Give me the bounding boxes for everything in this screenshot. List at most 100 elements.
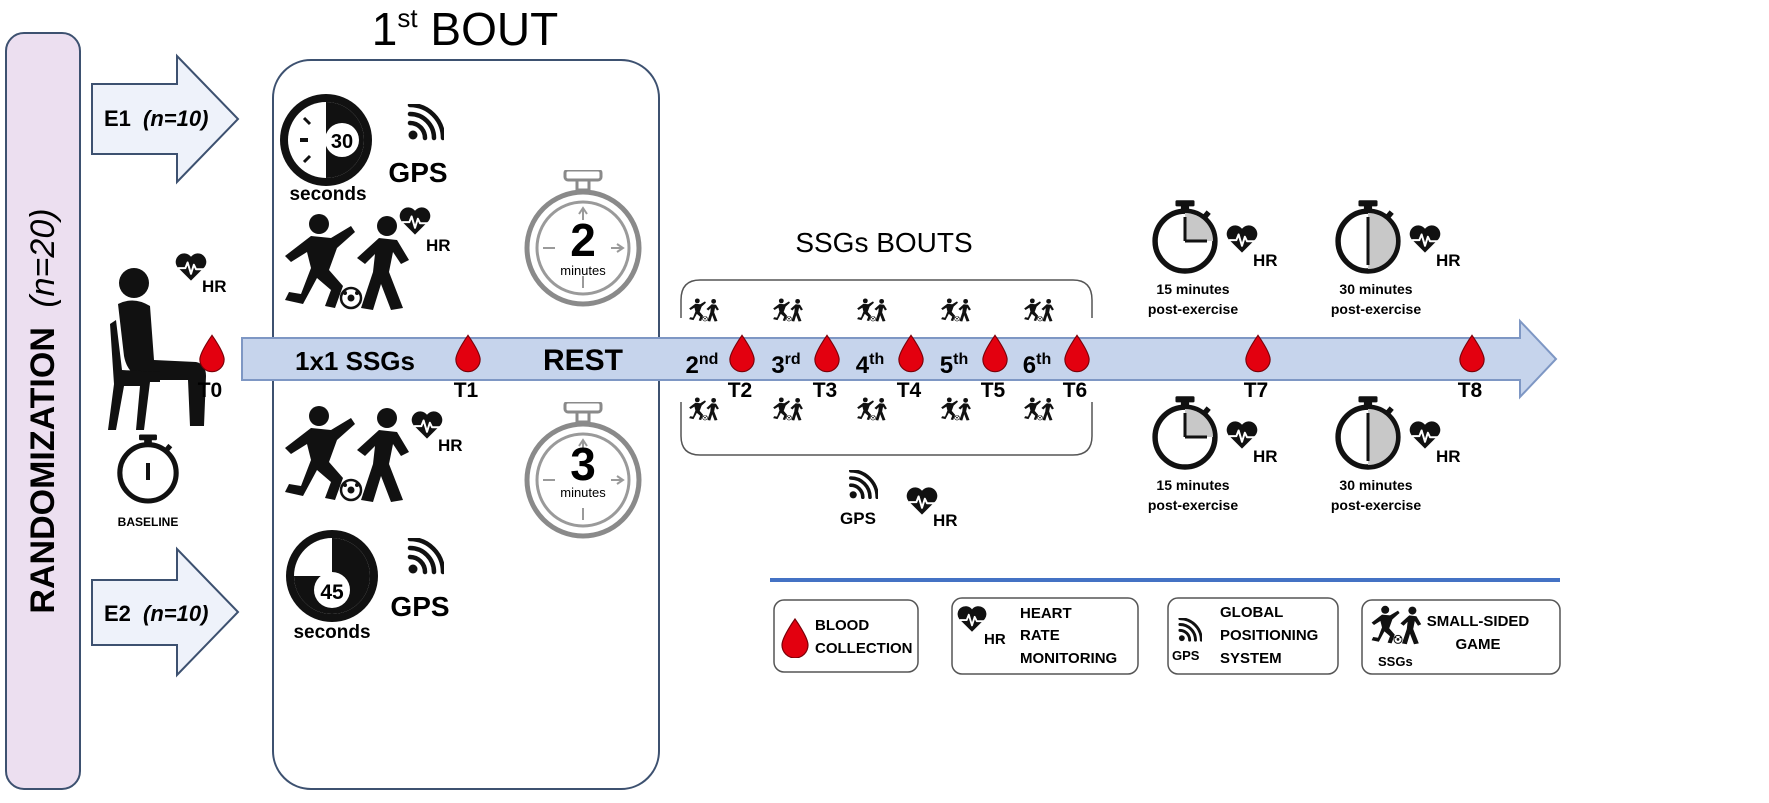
legend-hr-line2: RATE bbox=[1020, 627, 1060, 644]
timer-45-icon: 45 bbox=[286, 530, 378, 622]
blood-drop-t6: T6 bbox=[1063, 334, 1090, 402]
heart-rate-icon bbox=[1225, 420, 1259, 450]
ssg-bout-4: 4th bbox=[856, 298, 888, 421]
blood-drop-t8: T8 bbox=[1458, 334, 1485, 402]
ssg-bouts-gps-label: GPS bbox=[840, 509, 876, 528]
timer-45-value: 45 bbox=[320, 581, 344, 604]
timepoint-label: T3 bbox=[813, 379, 838, 402]
legend-blood-line1: BLOOD bbox=[815, 617, 869, 634]
legend-gps-line3: SYSTEM bbox=[1220, 650, 1282, 667]
blood-drop-t7: T7 bbox=[1244, 334, 1271, 402]
rest-top-value: 2 bbox=[570, 214, 596, 266]
rest-stopwatch-3-icon: 3 minutes bbox=[527, 402, 639, 536]
group-e2-arrow: E2 (n=10) bbox=[91, 546, 240, 678]
ssg-players-icon bbox=[856, 397, 888, 421]
randomization-box: RANDOMIZATION (n=20) bbox=[5, 32, 81, 790]
ssg-players-icon bbox=[1023, 397, 1055, 421]
post-hr-label: HR bbox=[1253, 447, 1278, 466]
bout-number-label: 5th bbox=[940, 351, 968, 379]
ssg-bout-list: 2nd 3rd 4th 5th 6th bbox=[686, 298, 1055, 421]
legend-ssg-line2: GAME bbox=[1456, 636, 1501, 653]
blood-drop-t4: T4 bbox=[897, 334, 924, 402]
timer-30-unit: seconds bbox=[289, 184, 366, 205]
legend-blood-line2: COLLECTION bbox=[815, 640, 913, 657]
bout-number-label: 2nd bbox=[686, 351, 719, 379]
ssg-players-icon bbox=[940, 298, 972, 322]
ssg-players-icon bbox=[688, 397, 720, 421]
baseline-label: BASELINE bbox=[118, 515, 179, 529]
group-e2-name: E2 bbox=[104, 601, 131, 626]
group-e1-name: E1 bbox=[104, 106, 131, 131]
rest-top-unit: minutes bbox=[560, 263, 606, 278]
ssg-players-icon bbox=[688, 298, 720, 322]
blood-drop-t5: T5 bbox=[981, 334, 1008, 402]
legend: BLOOD COLLECTION HR HEART RATE MONITORIN… bbox=[770, 578, 1561, 675]
ssg-bouts-title: SSGs BOUTS bbox=[795, 227, 972, 258]
heart-rate-icon bbox=[1225, 224, 1259, 254]
timepoint-label: T4 bbox=[897, 379, 922, 402]
timer-45-unit: seconds bbox=[293, 622, 370, 643]
svg-text:E2 (n=10): E2 (n=10) bbox=[104, 601, 208, 626]
post-line1: 15 minutes bbox=[1156, 281, 1229, 297]
bout-number-label: 4th bbox=[856, 351, 884, 379]
legend-hr-line3: MONITORING bbox=[1020, 650, 1117, 667]
timepoint-label: T0 bbox=[198, 379, 223, 402]
blood-drop-t3: T3 bbox=[813, 334, 840, 402]
timeline-ssg-label: 1x1 SSGs bbox=[295, 346, 415, 376]
blood-drop-icon bbox=[199, 334, 225, 373]
group-e2-n: (n=10) bbox=[143, 601, 208, 626]
group-e1-n: (n=10) bbox=[143, 106, 208, 131]
bout-number-label: 3rd bbox=[771, 351, 800, 379]
bout1-hr-bottom-label: HR bbox=[438, 436, 463, 455]
baseline-hr-label: HR bbox=[202, 277, 227, 296]
bout1-hr-top-label: HR bbox=[426, 236, 451, 255]
timepoint-label: T2 bbox=[728, 379, 753, 402]
post-line1: 15 minutes bbox=[1156, 477, 1229, 493]
gps-bottom-label: GPS bbox=[390, 591, 449, 622]
rest-stopwatch-2-icon: 2 minutes bbox=[527, 170, 639, 304]
seated-person-icon bbox=[108, 268, 206, 430]
timepoint-label: T7 bbox=[1244, 379, 1269, 402]
post-hr-label: HR bbox=[1253, 251, 1278, 270]
gps-top-label: GPS bbox=[388, 157, 447, 188]
group-e1-arrow: E1 (n=10) bbox=[91, 53, 240, 185]
svg-text:E1 (n=10): E1 (n=10) bbox=[104, 106, 208, 131]
baseline-section: HR BASELINE bbox=[108, 252, 227, 529]
baseline-stopwatch-icon bbox=[120, 434, 176, 501]
legend-ssg: SSGs SMALL-SIDED GAME bbox=[1361, 599, 1561, 675]
timepoint-label: T1 bbox=[454, 379, 479, 402]
legend-ssg-icon-label: SSGs bbox=[1378, 654, 1413, 669]
heart-rate-icon bbox=[1408, 224, 1442, 254]
legend-gps: GPS GLOBAL POSITIONING SYSTEM bbox=[1167, 597, 1339, 675]
bout1-panel: 1st BOUT 30 seconds GPS HR HR 45 bbox=[272, 3, 660, 790]
timeline-rest-label: REST bbox=[543, 344, 623, 377]
randomization-n: (n=20) bbox=[24, 208, 62, 307]
ssg-bouts-section: SSGs BOUTS 2nd 3rd 4th 5th 6th GPS HR bbox=[680, 227, 1093, 530]
legend-blood: BLOOD COLLECTION bbox=[773, 599, 919, 673]
ssg-bout-6: 6th bbox=[1023, 298, 1055, 421]
ssg-players-icon bbox=[1023, 298, 1055, 322]
post-line1: 30 minutes bbox=[1339, 281, 1412, 297]
ssg-bouts-hr-label: HR bbox=[933, 511, 958, 530]
heart-rate-icon bbox=[1408, 420, 1442, 450]
blood-drop-t1: T1 bbox=[454, 334, 481, 402]
legend-hr-icon-label: HR bbox=[984, 631, 1006, 648]
bout1-title: 1st BOUT bbox=[372, 3, 558, 55]
timer-30-icon: 30 bbox=[280, 94, 372, 186]
gps-icon bbox=[847, 470, 878, 501]
legend-gps-line1: GLOBAL bbox=[1220, 604, 1283, 621]
ssg-bout-3: 3rd bbox=[771, 298, 804, 421]
ssg-players-icon bbox=[772, 397, 804, 421]
ssg-bout-5: 5th bbox=[940, 298, 972, 421]
legend-hr: HR HEART RATE MONITORING bbox=[951, 597, 1139, 675]
post-line1: 30 minutes bbox=[1339, 477, 1412, 493]
blood-drop-t0: T0 bbox=[198, 334, 225, 402]
